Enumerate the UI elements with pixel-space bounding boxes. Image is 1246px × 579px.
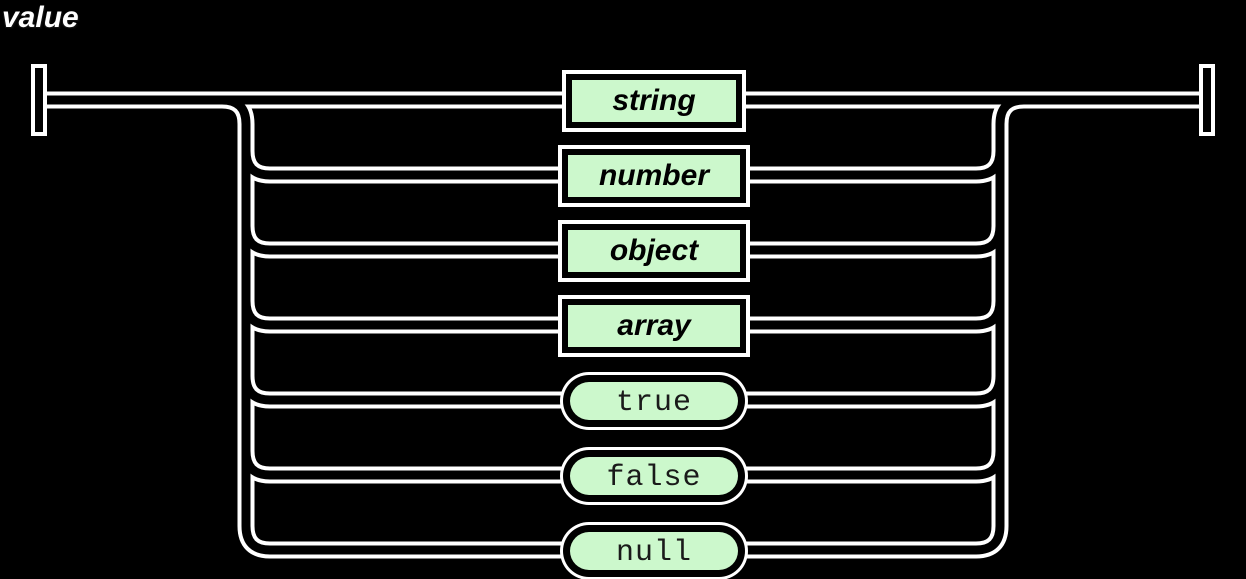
node-string[interactable]: string: [562, 70, 746, 132]
page-title: value: [2, 1, 79, 34]
node-object-label: object: [610, 234, 700, 267]
node-true-label: true: [616, 386, 692, 420]
node-null-label: null: [616, 536, 692, 570]
track-core-layer: [38, 95, 1208, 555]
node-string-fill: [572, 80, 736, 122]
end-bar: [1203, 68, 1211, 132]
node-string-label: string: [612, 84, 695, 117]
node-false-label: false: [606, 461, 701, 495]
node-false-fill: [570, 457, 738, 495]
node-number-fill: [568, 155, 740, 197]
node-false[interactable]: false: [560, 447, 748, 505]
node-array-label: array: [617, 309, 692, 342]
node-null[interactable]: null: [560, 522, 748, 579]
node-object[interactable]: object: [558, 220, 750, 282]
node-true[interactable]: true: [560, 372, 748, 430]
start-bar: [35, 68, 43, 132]
node-array-fill: [568, 305, 740, 347]
node-array[interactable]: array: [558, 295, 750, 357]
node-number[interactable]: number: [558, 145, 750, 207]
track-group: [38, 91, 1208, 559]
node-object-fill: [568, 230, 740, 272]
node-number-label: number: [599, 159, 711, 192]
endpoint-group: [31, 64, 1215, 136]
node-null-fill: [570, 532, 738, 570]
node-true-fill: [570, 382, 738, 420]
